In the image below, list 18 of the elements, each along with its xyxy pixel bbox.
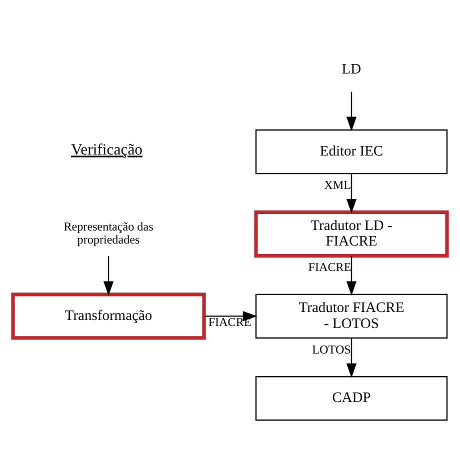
node-box: Transformação [11,292,206,340]
arrow [346,338,357,378]
node-text: LD [342,60,362,77]
arrow [346,173,357,214]
node-box: Tradutor LD - FIACRE [254,210,449,258]
arrow [103,256,114,296]
arrow [346,256,357,296]
node-text: Representação das propriedades [64,218,154,246]
arrow [346,91,357,131]
edge-label: LOTOS [312,342,351,356]
edge-label: FIACRE [308,260,352,274]
node-box: Editor IEC [255,128,448,174]
edge-label: FIACRE [208,314,252,328]
label: Verificação [71,141,143,158]
node-box: CADP [255,376,448,420]
node-box: Tradutor FIACRE - LOTOS [255,293,448,338]
edge-label: XML [324,177,352,192]
arrow [204,310,258,321]
